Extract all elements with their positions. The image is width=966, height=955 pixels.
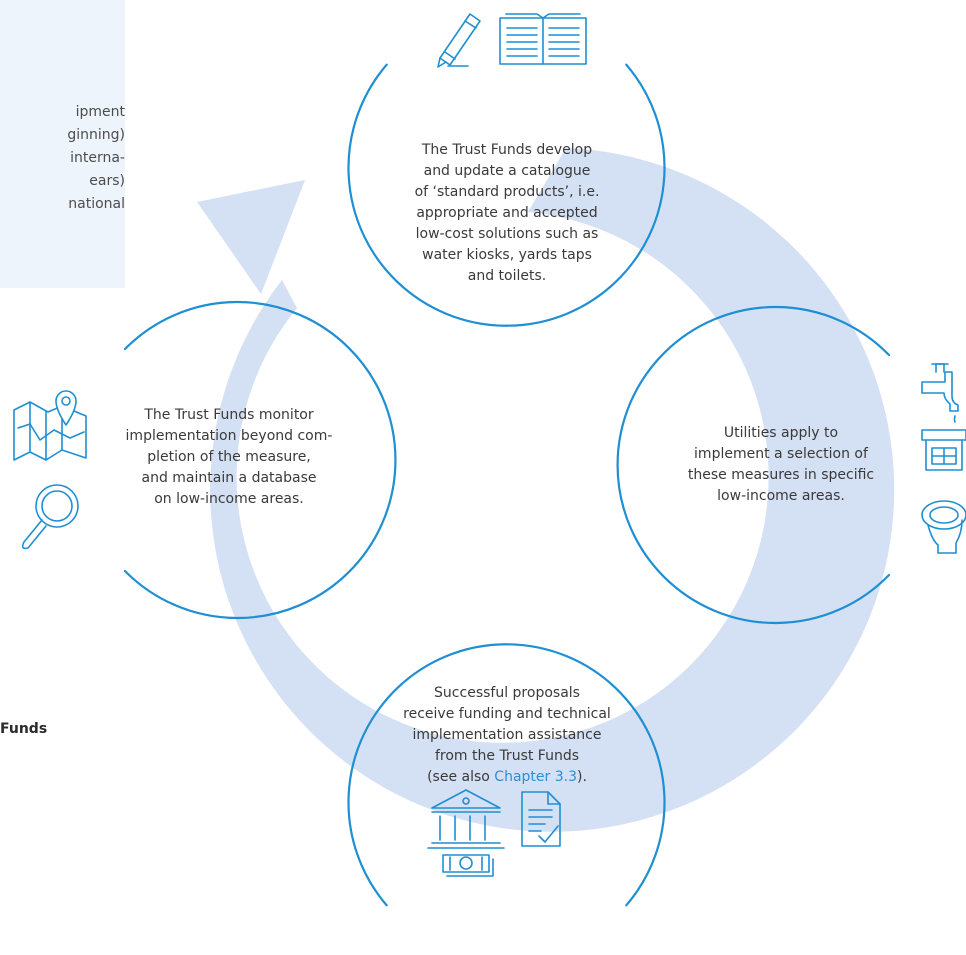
step-line: these measures in specific (687, 467, 875, 483)
step-line: from the Trust Funds (434, 748, 580, 764)
side-panel-line: interna- (70, 150, 125, 166)
side-panel-line: ipment (75, 104, 125, 120)
water-tap-icon (921, 363, 959, 423)
step-text-catalogue: The Trust Funds develop and update a cat… (396, 140, 618, 287)
see-also-prefix: (see also (427, 769, 495, 785)
step-line: The Trust Funds monitor (144, 407, 314, 423)
step-circle-right (616, 305, 891, 625)
open-book-icon (499, 13, 587, 65)
step-line: and maintain a database (141, 470, 317, 486)
step-line: water kiosks, yards taps (422, 247, 592, 263)
step-circle-bottom (347, 643, 666, 907)
cycle-arrow (197, 148, 895, 832)
step-text-funding: Successful proposals receive funding and… (370, 683, 644, 788)
step-line: implementation assistance (412, 727, 602, 743)
map-pin-icon (13, 390, 87, 461)
step-line: and toilets. (467, 268, 547, 284)
step-line: on low-income areas. (154, 491, 304, 507)
step-line: The Trust Funds develop (421, 142, 593, 158)
step-line: Successful proposals (434, 685, 580, 701)
step-text-monitor: The Trust Funds monitor implementation b… (125, 405, 333, 510)
funds-label: Funds (0, 721, 48, 737)
step-text-utilities-apply: Utilities apply to implement a selection… (662, 423, 900, 507)
step-line: Utilities apply to (723, 425, 839, 441)
step-line: low-cost solutions such as (415, 226, 599, 242)
side-panel-line: national (68, 196, 125, 212)
step-line: of ‘standard products’, i.e. (414, 184, 600, 200)
side-panel-line: ginning) (67, 127, 125, 143)
magnifier-icon (21, 484, 79, 550)
pencil-icon (437, 13, 481, 68)
step-line: appropriate and accepted (416, 205, 598, 221)
side-info-panel: ipment ginning) interna- ears) national (0, 0, 125, 288)
step-line: receive funding and technical (403, 706, 611, 722)
step-circle-top (347, 63, 666, 327)
step-line: implementation beyond com- (125, 428, 333, 444)
water-kiosk-icon (921, 429, 966, 471)
step-line-with-link: (see also Chapter 3.3). (370, 767, 644, 788)
chapter-link[interactable]: Chapter 3.3 (494, 769, 577, 785)
step-line: and update a catalogue (423, 163, 591, 179)
step-circle-left (123, 300, 397, 620)
step-line: implement a selection of (694, 446, 868, 462)
side-panel-line: ears) (89, 173, 125, 189)
step-line: pletion of the measure, (147, 449, 311, 465)
step-line: low-income areas. (717, 488, 845, 504)
checked-document-icon (521, 791, 561, 847)
bank-icon (427, 789, 505, 849)
banknotes-icon (442, 854, 494, 877)
toilet-icon (921, 500, 966, 554)
see-also-suffix: ). (576, 769, 587, 785)
